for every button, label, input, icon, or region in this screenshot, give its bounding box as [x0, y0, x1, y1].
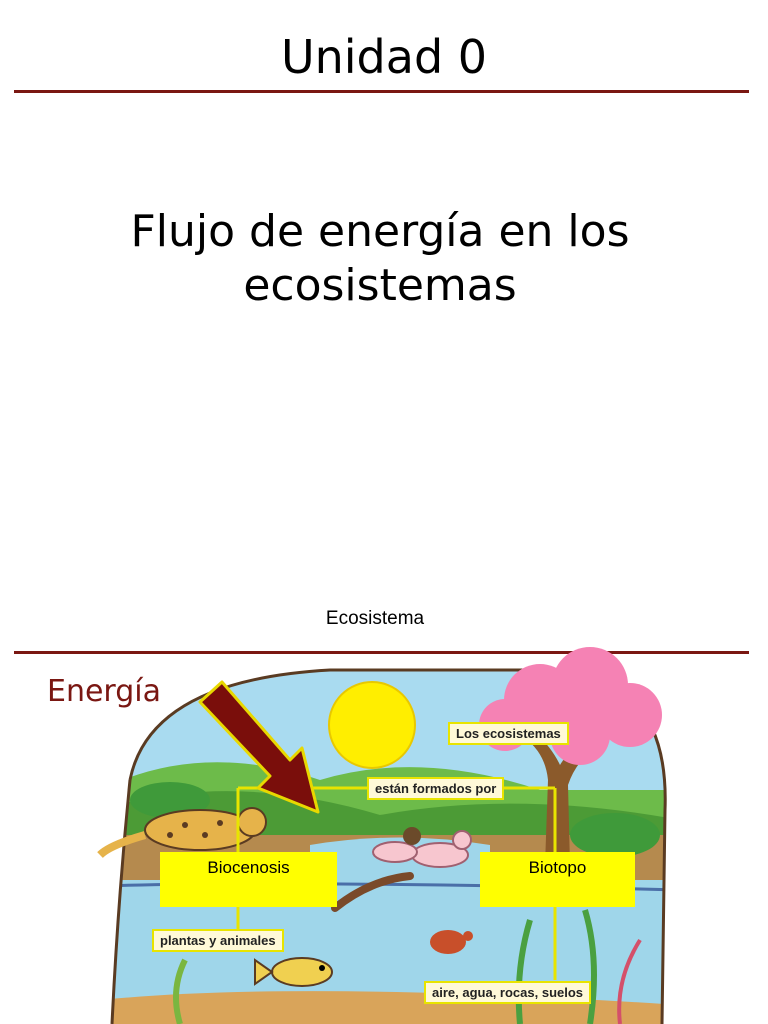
main-heading: Flujo de energía en los ecosistemas	[60, 205, 700, 313]
slide-title: Unidad 0	[280, 30, 488, 84]
slide-ecosystem: Energía Los ecosistemas están formados p…	[0, 640, 768, 1024]
tag-plantas-y-animales: plantas y animales	[152, 929, 284, 952]
tree-icon	[479, 647, 662, 865]
title-rule	[14, 90, 749, 93]
duck-icon	[372, 827, 472, 868]
sun-icon	[328, 681, 416, 769]
main-heading-line-1: Flujo de energía en los	[130, 206, 630, 257]
slide-caption: Ecosistema	[325, 608, 425, 629]
energy-label: Energía	[47, 674, 161, 709]
fish-icon	[254, 957, 333, 987]
turtle-icon	[430, 930, 473, 954]
ecosystem-illustration	[97, 647, 667, 1024]
biocenosis-box: Biocenosis	[160, 852, 337, 907]
slide-title-page: Unidad 0 Flujo de energía en los ecosist…	[14, 30, 749, 654]
main-heading-line-2: ecosistemas	[243, 260, 517, 311]
tag-estan-formados-por: están formados por	[367, 777, 505, 800]
tag-aire-agua-rocas-suelos: aire, agua, rocas, suelos	[424, 981, 592, 1004]
caption-rule	[14, 651, 749, 654]
tag-los-ecosistemas: Los ecosistemas	[448, 722, 569, 745]
arrow-icon	[198, 680, 320, 814]
biotopo-box: Biotopo	[480, 852, 635, 907]
jaguar-icon	[97, 807, 267, 859]
